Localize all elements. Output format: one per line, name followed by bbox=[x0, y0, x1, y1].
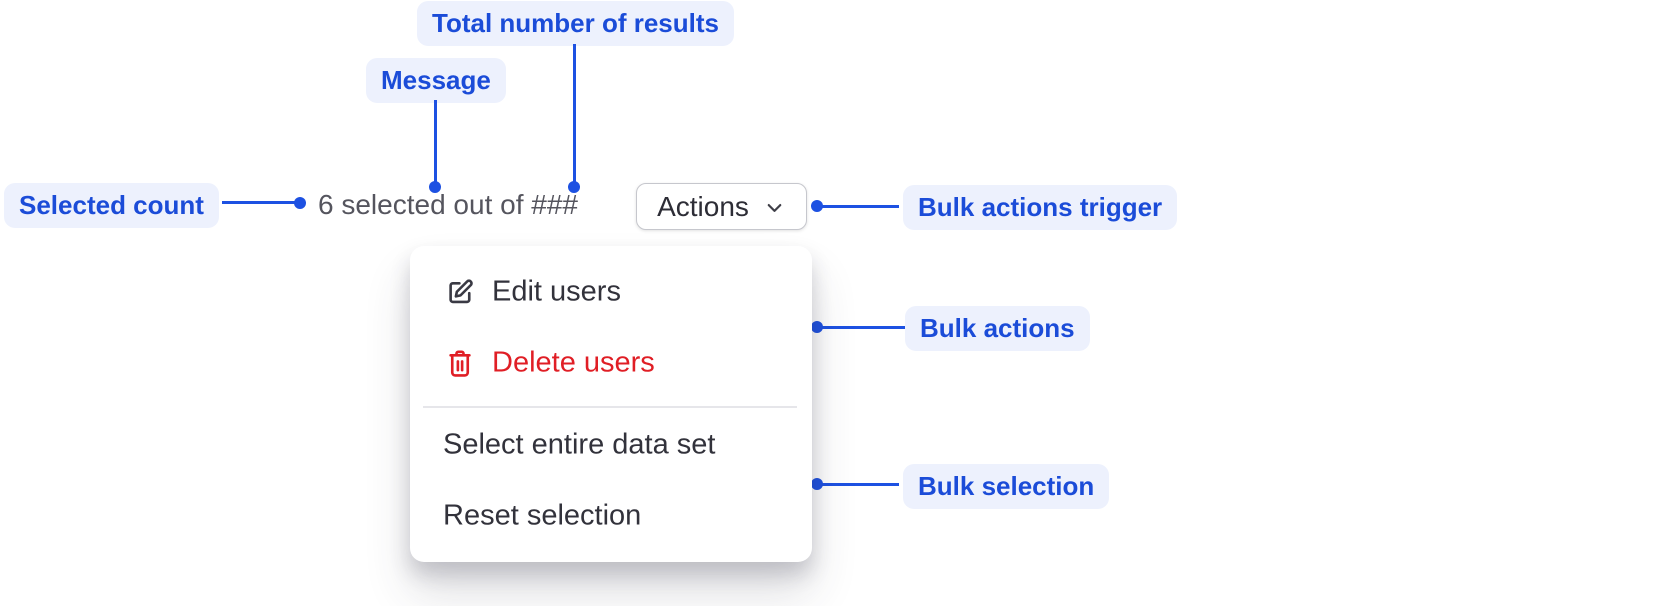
annotation-message: Message bbox=[366, 58, 506, 103]
bulk-actions-trigger-button[interactable]: Actions bbox=[636, 183, 807, 230]
connector-dot bbox=[568, 181, 580, 193]
connector-dot bbox=[429, 181, 441, 193]
menu-item-select-entire-data-set[interactable]: Select entire data set bbox=[443, 429, 715, 462]
annotation-total-number-of-results: Total number of results bbox=[417, 1, 734, 46]
annotation-bulk-actions-trigger: Bulk actions trigger bbox=[903, 185, 1178, 230]
connector-line bbox=[434, 100, 437, 188]
connector-line bbox=[817, 326, 905, 329]
edit-icon bbox=[445, 277, 475, 307]
connector-dot bbox=[294, 197, 306, 209]
annotation-bulk-selection: Bulk selection bbox=[903, 464, 1110, 509]
menu-item-label: Select entire data set bbox=[443, 428, 716, 461]
menu-divider bbox=[423, 406, 797, 408]
trash-icon bbox=[445, 348, 475, 378]
connector-dot bbox=[811, 200, 823, 212]
selection-message: 6 selected out of ### bbox=[318, 189, 578, 220]
menu-item-delete-users[interactable]: Delete users bbox=[445, 347, 655, 380]
chevron-down-icon bbox=[763, 196, 786, 219]
menu-item-edit-users[interactable]: Edit users bbox=[445, 276, 621, 309]
actions-button-label: Actions bbox=[657, 190, 749, 222]
menu-item-reset-selection[interactable]: Reset selection bbox=[443, 500, 641, 533]
connector-line bbox=[222, 201, 300, 204]
connector-line bbox=[815, 205, 899, 208]
annotation-bulk-actions: Bulk actions bbox=[905, 306, 1090, 351]
annotation-selected-count: Selected count bbox=[4, 183, 219, 228]
connector-line bbox=[817, 483, 899, 486]
connector-line bbox=[573, 44, 576, 188]
menu-item-label: Reset selection bbox=[443, 499, 642, 532]
connector-dot bbox=[811, 321, 823, 333]
menu-item-label: Edit users bbox=[492, 275, 621, 308]
bulk-actions-menu: Edit users Delete users Select entire da… bbox=[410, 246, 812, 562]
menu-item-label: Delete users bbox=[492, 346, 655, 379]
connector-dot bbox=[811, 478, 823, 490]
